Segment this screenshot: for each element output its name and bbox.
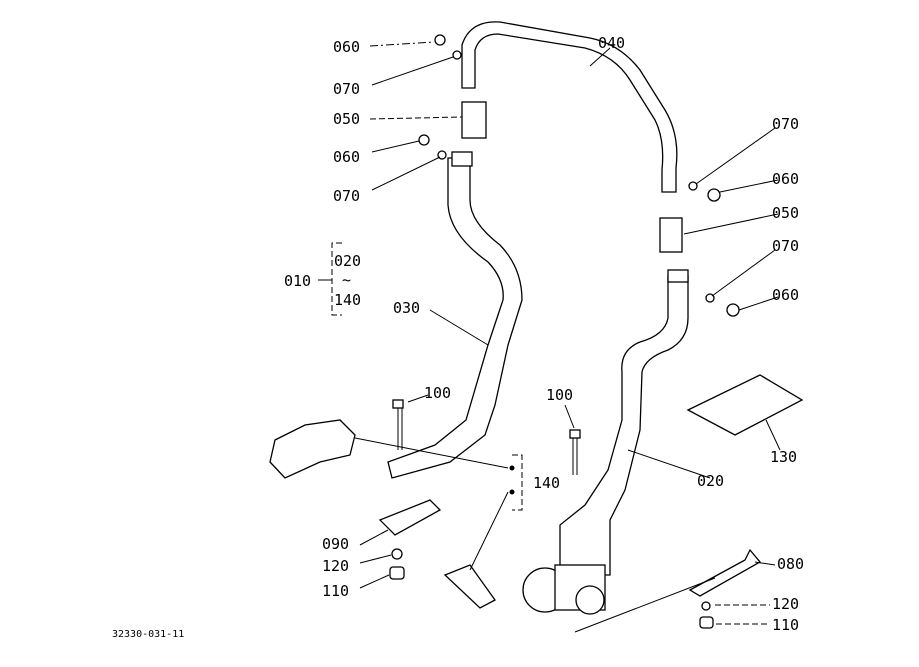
callout-range-start-020: 020 xyxy=(334,252,361,270)
callout-140: 140 xyxy=(533,474,560,492)
callout-070: 070 xyxy=(333,80,360,98)
callout-070: 070 xyxy=(333,187,360,205)
callout-020: 020 xyxy=(697,472,724,490)
mirror-arm xyxy=(443,564,496,609)
plate-090 xyxy=(378,499,442,536)
callout-110: 110 xyxy=(772,616,799,634)
callout-060: 060 xyxy=(333,38,360,56)
leader-lines xyxy=(318,41,781,625)
callout-range-end-140: 140 xyxy=(334,291,361,309)
callout-120: 120 xyxy=(322,557,349,575)
callout-050: 050 xyxy=(772,204,799,222)
callout-010: 010 xyxy=(284,272,311,290)
callout-080: 080 xyxy=(777,555,804,573)
callout-130: 130 xyxy=(770,448,797,466)
callout-range-tilde: ~ xyxy=(342,271,351,289)
callout-060: 060 xyxy=(772,286,799,304)
callout-100: 100 xyxy=(546,386,573,404)
bracket-050-left xyxy=(461,101,487,139)
callout-050: 050 xyxy=(333,110,360,128)
left-frame-030 xyxy=(387,151,523,479)
callout-120: 120 xyxy=(772,595,799,613)
mirror-mount-assembly xyxy=(269,419,356,479)
upper-frame-040 xyxy=(461,21,678,193)
callout-090: 090 xyxy=(322,535,349,553)
plate-080 xyxy=(688,548,761,597)
callout-100: 100 xyxy=(424,384,451,402)
manual-130 xyxy=(686,374,804,436)
callout-070: 070 xyxy=(772,237,799,255)
callout-040: 040 xyxy=(598,34,625,52)
diagram-code: 32330-031-11 xyxy=(112,629,184,640)
callout-070: 070 xyxy=(772,115,799,133)
bolts-and-washers xyxy=(389,34,740,629)
callout-030: 030 xyxy=(393,299,420,317)
callout-060: 060 xyxy=(333,148,360,166)
right-frame-020 xyxy=(522,269,689,615)
callout-060: 060 xyxy=(772,170,799,188)
callout-110: 110 xyxy=(322,582,349,600)
bracket-050-right xyxy=(659,217,683,253)
